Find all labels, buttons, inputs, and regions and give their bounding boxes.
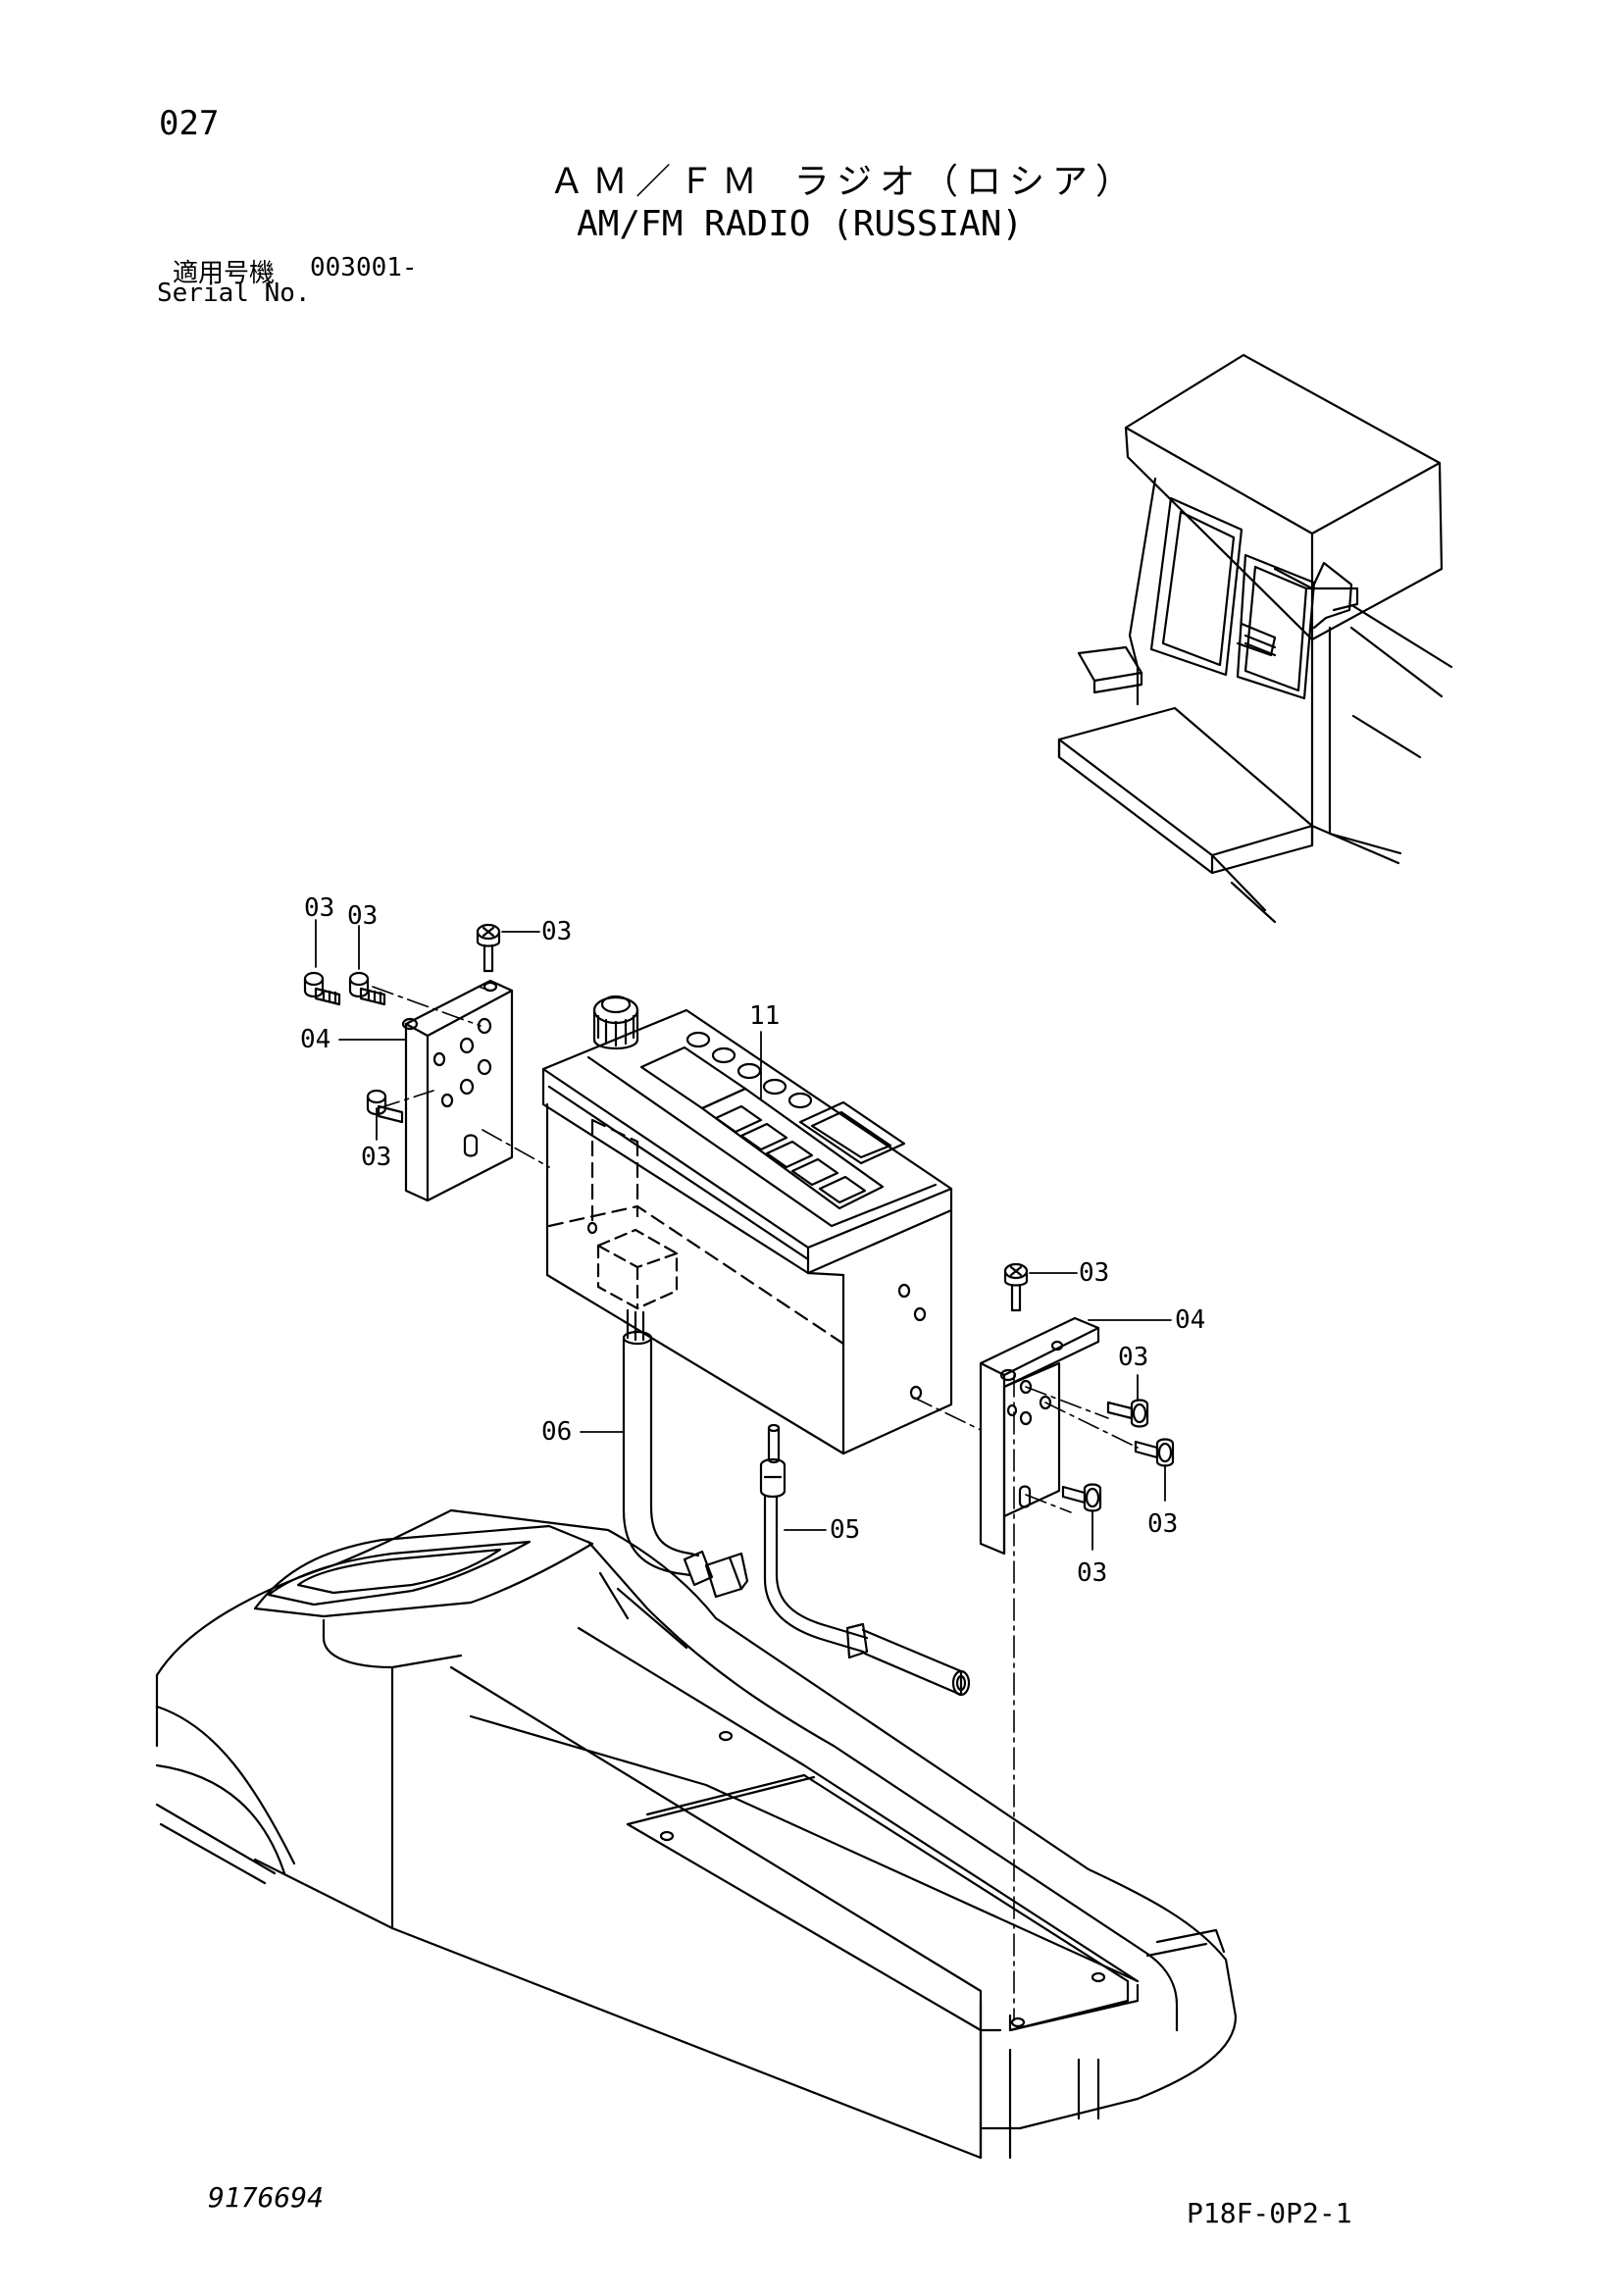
console-housing — [155, 1508, 1238, 2160]
serial-label-english: Serial No. — [157, 279, 311, 308]
serial-label-japanese: 適用号機 — [173, 259, 276, 288]
screw-g — [1134, 1438, 1175, 1467]
screw-e — [1003, 1262, 1029, 1312]
screw-b — [348, 971, 386, 1006]
screw-a — [303, 971, 341, 1006]
document-number: 9176694 — [208, 2181, 325, 2214]
callout-03-f: 03 — [1118, 1343, 1148, 1372]
cab-overview-drawing — [1057, 353, 1453, 924]
screw-h — [1061, 1483, 1102, 1512]
screw-d — [366, 1089, 404, 1124]
screw-f — [1106, 1399, 1149, 1428]
callout-04-right: 04 — [1175, 1305, 1205, 1335]
screw-c — [476, 923, 501, 973]
callout-04-left: 04 — [300, 1025, 330, 1054]
callout-03-a: 03 — [304, 893, 334, 923]
page-number: 027 — [159, 104, 220, 143]
callout-06: 06 — [541, 1417, 572, 1447]
callout-03-e: 03 — [1079, 1258, 1109, 1288]
bracket-right — [979, 1316, 1100, 1556]
screws — [303, 923, 1175, 1512]
antenna-cable — [759, 1423, 971, 1697]
callout-11: 11 — [749, 1001, 780, 1031]
serial-value: 003001- — [310, 253, 418, 282]
bracket-left — [401, 979, 514, 1202]
callout-05: 05 — [830, 1515, 860, 1545]
title-japanese: ＡＭ／ＦＭ ラジオ（ロシア） — [549, 162, 1139, 202]
callout-03-g: 03 — [1147, 1509, 1178, 1539]
callout-03-b: 03 — [347, 901, 378, 931]
wire-harness — [622, 1308, 749, 1599]
callout-03-c: 03 — [541, 917, 572, 946]
leader-lines — [315, 919, 1172, 1551]
radio-unit — [541, 995, 953, 1455]
title-english: AM/FM RADIO (RUSSIAN) — [577, 204, 1024, 244]
callout-03-d: 03 — [361, 1143, 391, 1172]
alignment-lines — [372, 986, 1139, 2021]
callout-03-h: 03 — [1077, 1558, 1107, 1588]
page-code: P18F-0P2-1 — [1187, 2197, 1352, 2229]
